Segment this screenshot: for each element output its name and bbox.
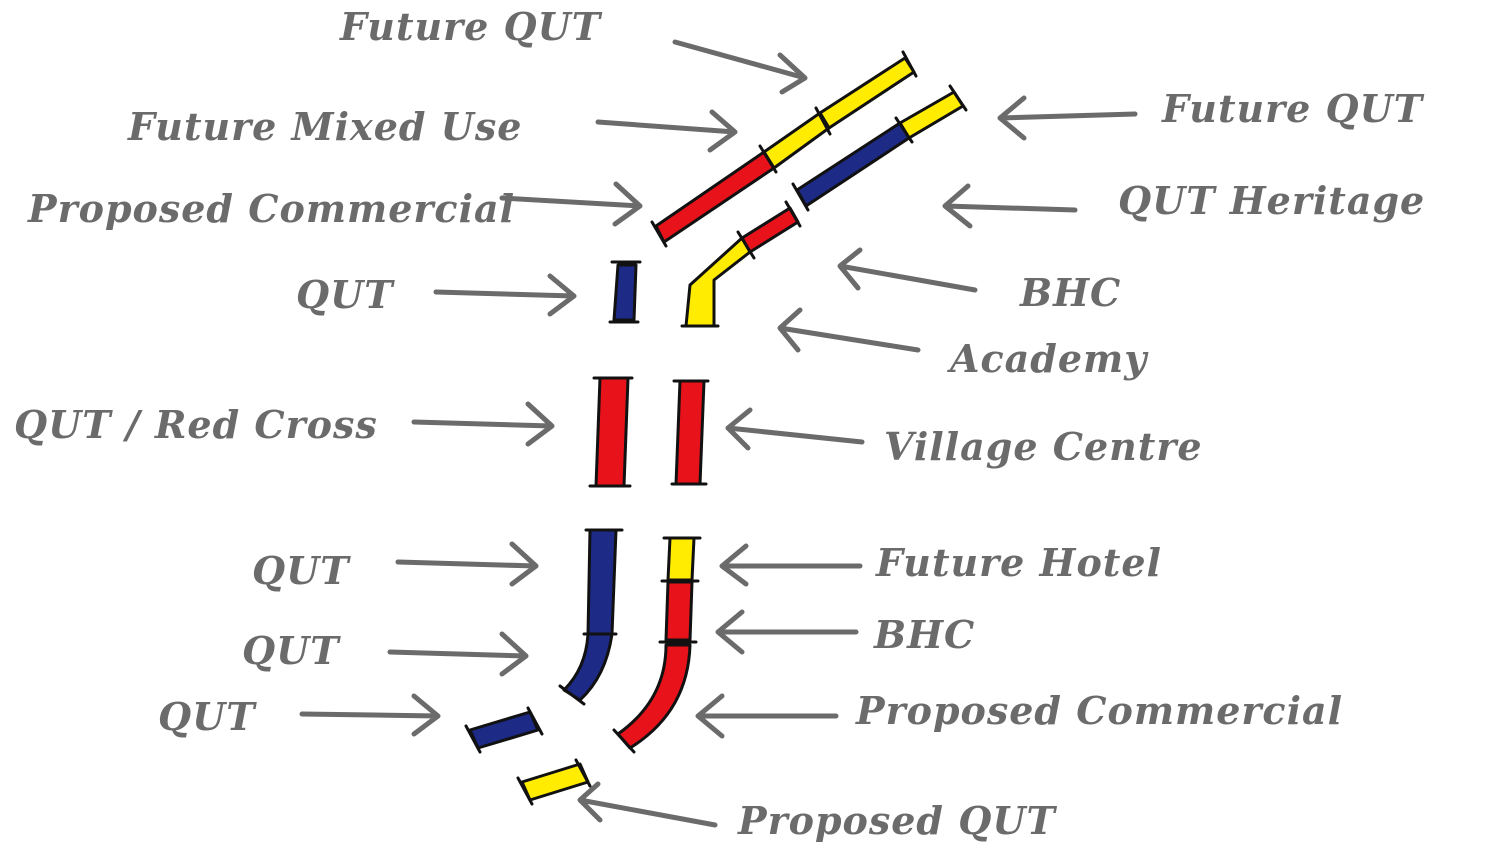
label-proposed-commercial-bottom: Proposed Commercial [855, 688, 1343, 733]
label-qut-heritage: QUT Heritage [1118, 178, 1425, 223]
arrow-qut-heritage [942, 183, 1078, 229]
arrow-village-centre [725, 407, 865, 451]
village-centre-segment [674, 379, 706, 486]
qut-lower-3-segment [468, 710, 540, 750]
arrow-qut-red-cross [411, 401, 555, 447]
label-future-qut-right: Future QUT [1161, 86, 1425, 131]
label-qut-lower-2: QUT [242, 628, 341, 673]
label-bhc-bottom: BHC [873, 612, 975, 657]
future-qut-top-segment [818, 56, 916, 130]
label-arrows [299, 39, 1138, 828]
qut-lower-2-segment [562, 632, 614, 702]
academy-segment [684, 236, 752, 328]
label-qut-lower-1: QUT [252, 548, 351, 593]
proposed-commercial-bottom-segment [616, 643, 692, 750]
label-bhc-top: BHC [1019, 270, 1121, 315]
label-future-hotel: Future Hotel [875, 540, 1162, 585]
arrow-bhc-bottom [715, 609, 859, 655]
labels: Future QUT Future Mixed Use Proposed Com… [14, 4, 1425, 843]
label-proposed-commercial-top: Proposed Commercial [27, 186, 515, 231]
label-village-centre: Village Centre [884, 424, 1203, 469]
future-hotel-segment [666, 536, 696, 582]
qut-lower-1-segment [586, 528, 618, 636]
arrow-proposed-commercial-top [499, 181, 643, 227]
label-qut-lower-3: QUT [158, 694, 257, 739]
arrow-qut-mid [433, 273, 577, 317]
label-future-qut-top: Future QUT [339, 4, 603, 49]
arrow-qut-lower-1 [395, 541, 539, 587]
arrow-future-qut-top [672, 39, 808, 95]
bhc-top-segment [740, 206, 800, 254]
label-future-mixed-use: Future Mixed Use [127, 104, 522, 149]
bhc-bottom-segment [664, 580, 694, 642]
label-proposed-qut: Proposed QUT [737, 798, 1057, 843]
arrow-future-mixed-use [595, 109, 738, 153]
future-qut-right-segment [898, 90, 965, 140]
arrow-qut-lower-2 [387, 631, 529, 677]
segment-ticks [464, 50, 968, 806]
label-academy: Academy [947, 336, 1149, 381]
arrow-proposed-commercial-bottom [695, 693, 839, 739]
proposed-qut-segment [520, 762, 590, 802]
arrow-proposed-qut [577, 781, 718, 828]
arrow-future-hotel [719, 543, 863, 587]
arrow-qut-lower-3 [299, 693, 441, 737]
frontage-segments [468, 56, 965, 802]
future-mixed-use-segment [762, 111, 831, 170]
label-qut-mid: QUT [296, 272, 395, 317]
qut-mid-segment [612, 263, 638, 322]
label-qut-red-cross: QUT / Red Cross [14, 402, 378, 447]
qut-red-cross-segment [594, 376, 630, 488]
arrow-bhc-top [837, 247, 978, 293]
arrow-academy [777, 307, 921, 353]
arrow-future-qut-right [997, 95, 1138, 141]
